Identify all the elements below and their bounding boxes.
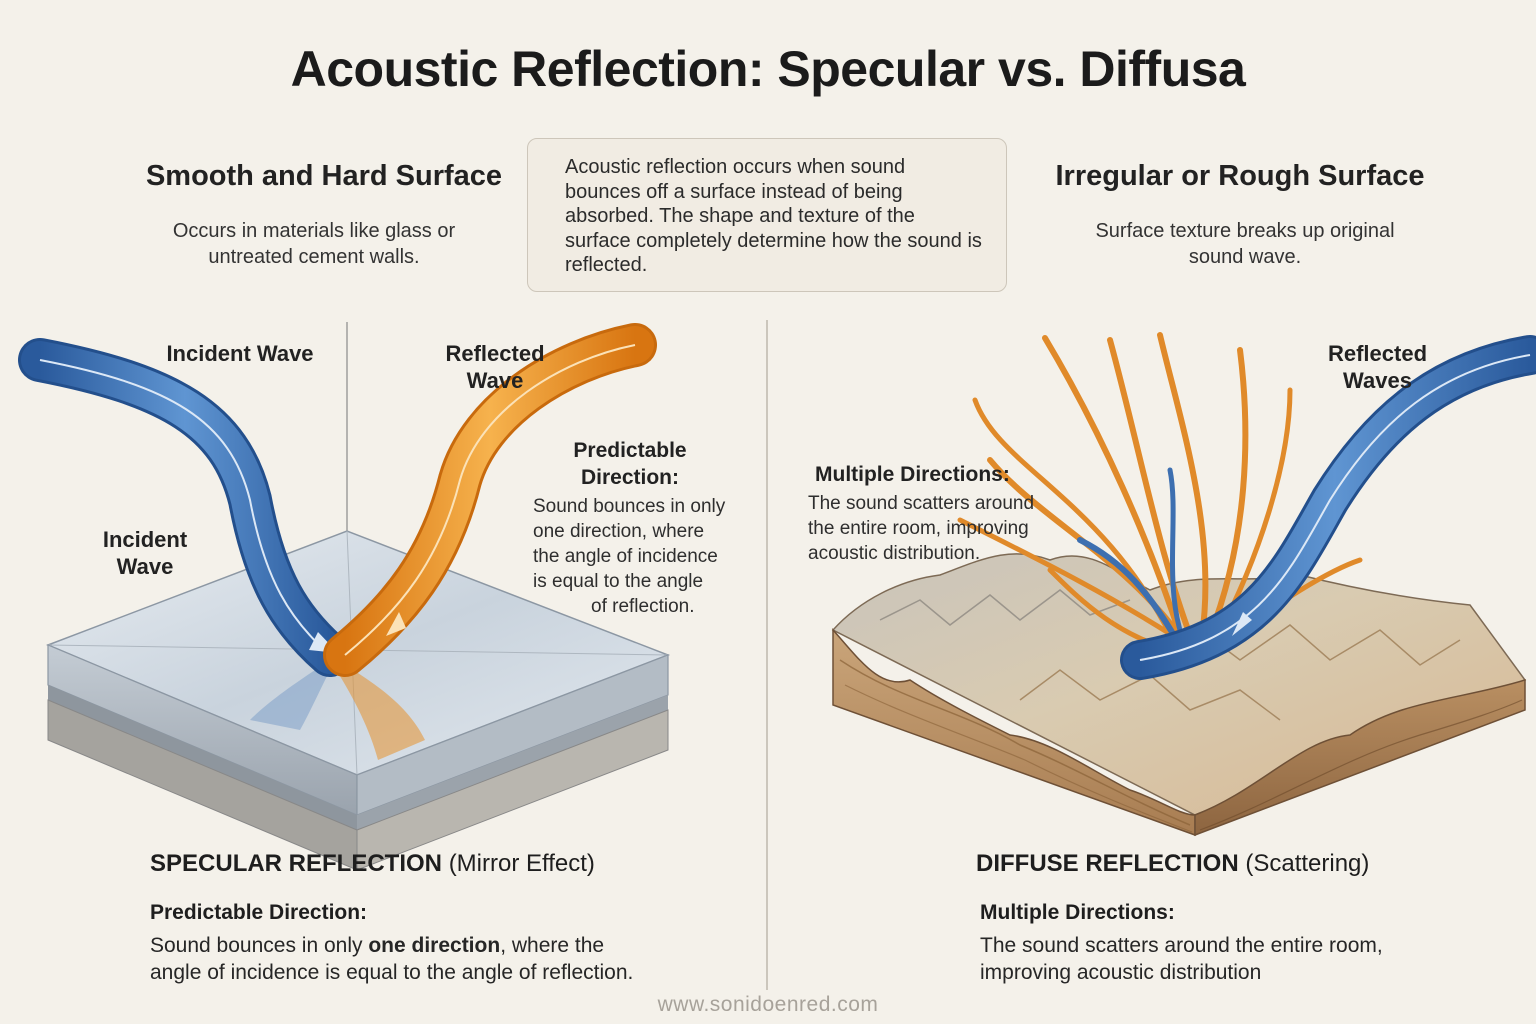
note-line: The sound scatters around [808,493,1035,514]
text-run: Sound bounces in only [150,934,369,957]
note-line: of reflection. [591,596,695,617]
note-line: Sound bounces in only [533,496,726,517]
right-subtitle-line: Surface texture breaks up original [1095,220,1395,242]
bottom-line: Sound bounces in only one direction, whe… [150,932,750,959]
label-reflected-wave: Reflected Wave [405,340,585,394]
specular-bottom-text: Sound bounces in only one direction, whe… [150,932,750,986]
label-incident-wave-top: Incident Wave [166,341,314,366]
left-note: Predictable Direction: Sound bounces in … [530,437,780,619]
diffuse-incident-wave-arrow [1120,335,1536,680]
incident-wave-arrow [18,338,352,677]
label-reflected-waves: Reflected Waves [1300,340,1455,394]
caption-rest: (Mirror Effect) [448,850,595,877]
label-line: Incident [102,527,188,552]
note-heading-line: Predictable [573,439,687,462]
caption-rest: (Scattering) [1245,850,1370,877]
right-note-heading: Multiple Directions: [815,463,1010,486]
label-line: Reflected [1327,341,1428,366]
label-line: Reflected [445,341,545,366]
left-heading: Smooth and Hard Surface [145,160,503,192]
caption-bold: SPECULAR REFLECTION [150,850,443,877]
footer-url[interactable]: www.sonidoenred.com [657,993,879,1016]
bottom-line: The sound scatters around the entire roo… [980,934,1383,957]
intro-box: Acoustic reflection occurs when sound bo… [527,138,1007,292]
left-subtitle: Occurs in materials like glass or untrea… [100,218,528,270]
label-line: Wave [466,368,524,393]
reflected-wave-arrow [323,323,657,677]
caption-bold: DIFFUSE REFLECTION [976,850,1239,877]
label-line: Waves [1343,368,1412,393]
note-line: one direction, where [533,521,705,542]
label-incident-wave-side: Incident Wave [80,526,210,580]
specular-bottom-heading: Predictable Direction: [150,901,368,924]
note-heading-line: Direction: [580,466,679,489]
left-note-heading: Predictable Direction: [530,437,730,491]
diffuse-bottom-text: The sound scatters around the entire roo… [980,932,1520,986]
right-note: Multiple Directions: The sound scatters … [808,463,1088,566]
label-line: Wave [116,554,174,579]
page-title: Acoustic Reflection: Specular vs. Diffus… [290,41,1246,97]
right-heading: Irregular or Rough Surface [1055,160,1425,192]
diffuse-caption: DIFFUSE REFLECTION (Scattering) [976,850,1516,878]
note-line: is equal to the angle [533,571,704,592]
text-run: , where the [500,934,605,957]
emphasis: one direction [368,934,501,957]
note-line: the entire room, improving [808,518,1029,539]
bottom-line: improving acoustic distribution [980,961,1262,984]
diffuse-bottom-heading: Multiple Directions: [980,901,1175,924]
specular-caption: SPECULAR REFLECTION (Mirror Effect) [150,850,710,878]
left-note-body: Sound bounces in only one direction, whe… [533,494,780,619]
right-note-body: The sound scatters around the entire roo… [808,491,1088,566]
note-line: the angle of incidence [533,546,718,567]
rough-surface-block [831,553,1527,837]
right-subtitle-line: sound wave. [1188,246,1302,268]
right-subtitle: Surface texture breaks up original sound… [1040,218,1450,270]
bottom-line: angle of incidence is equal to the angle… [150,961,634,984]
left-subtitle-line: Occurs in materials like glass or [172,220,456,242]
note-line: acoustic distribution. [808,543,981,564]
left-subtitle-line: untreated cement walls. [208,246,420,268]
